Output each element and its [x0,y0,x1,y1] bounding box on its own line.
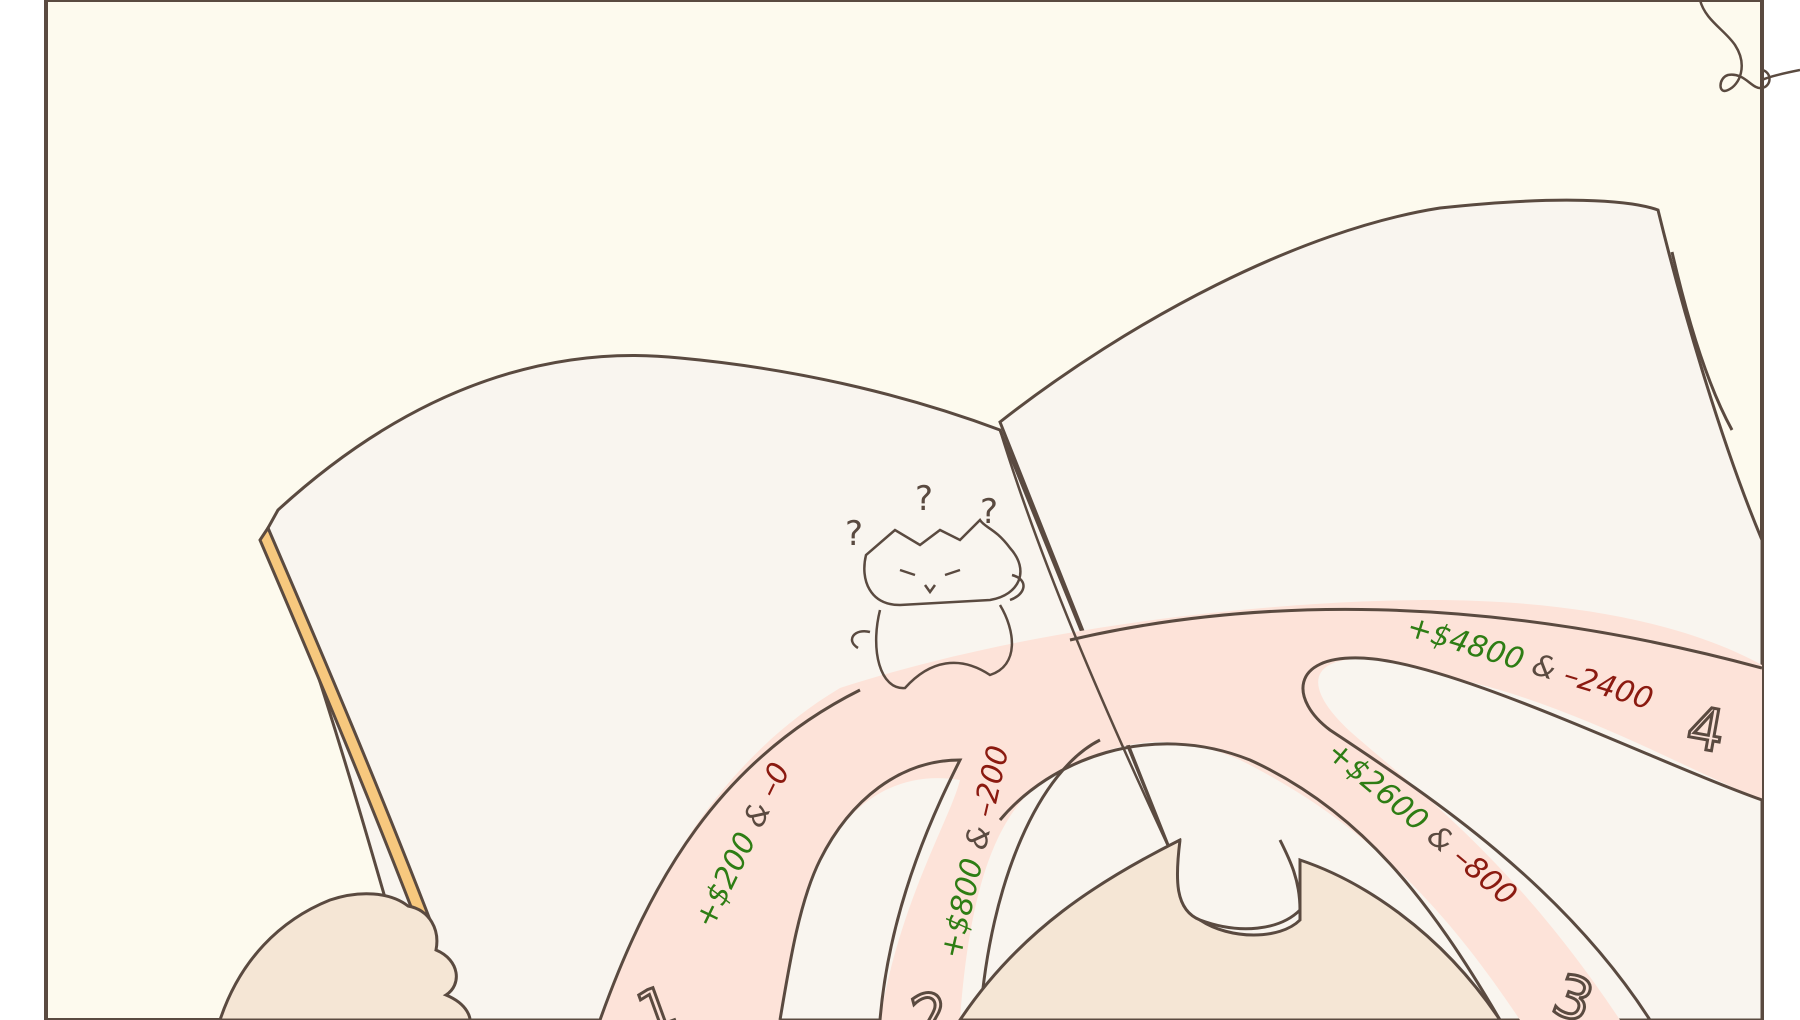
character-head [958,837,1502,1020]
road-outline-2b [978,738,1101,1020]
question-mark-1: ? [845,514,863,554]
road-outline-top [1069,607,1762,670]
question-mark-2: ? [915,479,933,519]
roads [598,600,1762,1020]
question-mark-3: ? [980,492,998,532]
hand [218,892,472,1020]
main-road [600,600,1762,1020]
character-ear [1175,839,1302,931]
road-outline-1 [598,688,861,1020]
book-gutter [998,429,1172,851]
confused-cat-doodle [850,518,1025,690]
book-page-edge [1670,251,1734,431]
corner-curl-doodle [1698,0,1800,93]
road-outline-2 [778,758,963,1020]
road-outline-loop [1301,656,1762,1020]
